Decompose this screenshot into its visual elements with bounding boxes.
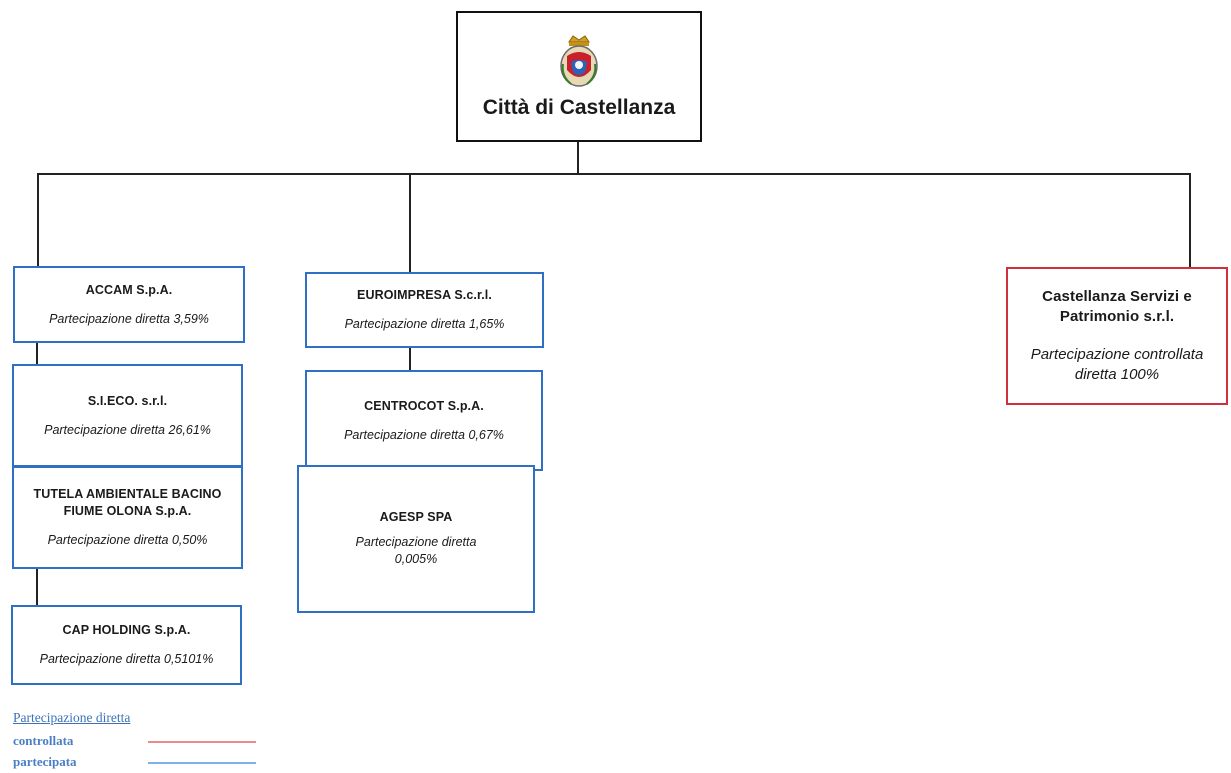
org-participation: Partecipazione controllata diretta 100% <box>1030 346 1204 384</box>
org-box-tutela: TUTELA AMBIENTALE BACINO FIUME OLONA S.p… <box>12 466 243 569</box>
root-stem <box>577 140 579 175</box>
org-participation: Partecipazione diretta 26,61% <box>44 422 211 437</box>
legend-label-partecipata: partecipata <box>13 754 77 769</box>
root-title: Città di Castellanza <box>482 95 676 119</box>
coat-of-arms-icon <box>560 34 598 87</box>
org-participation: Partecipazione diretta 0,50% <box>47 532 208 547</box>
org-box-accam: ACCAM S.p.A. Partecipazione diretta 3,59… <box>13 266 245 343</box>
org-box-euroimpresa: EUROIMPRESA S.c.r.l. Partecipazione dire… <box>305 272 544 348</box>
org-name: CENTROCOT S.p.A. <box>364 398 484 413</box>
org-participation: Partecipazione diretta 3,59% <box>49 311 209 326</box>
col2-link-1 <box>409 347 411 371</box>
org-name: Castellanza Servizi e Patrimonio s.r.l. <box>1042 287 1192 325</box>
legend-line-partecipata <box>148 762 256 764</box>
org-name: AGESP SPA <box>379 510 453 524</box>
org-box-sieco: S.I.ECO. s.r.l. Partecipazione diretta 2… <box>12 364 243 467</box>
org-box-centrocot: CENTROCOT S.p.A. Partecipazione diretta … <box>305 370 543 471</box>
org-name: ACCAM S.p.A. <box>85 282 173 297</box>
org-box-agesp: AGESP SPA Partecipazione diretta 0,005% <box>297 465 535 613</box>
col1-link-1 <box>36 342 38 366</box>
org-name: EUROIMPRESA S.c.r.l. <box>357 288 492 303</box>
org-participation: Partecipazione diretta 0,005% <box>355 534 477 566</box>
org-participation: Partecipazione diretta 0,67% <box>344 427 504 442</box>
legend-label-controllata: controllata <box>13 733 74 748</box>
top-bus-line <box>37 173 1191 175</box>
root-node: Città di Castellanza <box>456 11 702 142</box>
org-name: TUTELA AMBIENTALE BACINO FIUME OLONA S.p… <box>33 487 222 519</box>
legend-title: Partecipazione diretta <box>13 710 131 725</box>
org-participation: Partecipazione diretta 1,65% <box>344 317 505 331</box>
org-name: S.I.ECO. s.r.l. <box>87 393 168 408</box>
drop-line-col1 <box>37 173 39 268</box>
drop-line-col3 <box>1189 173 1191 268</box>
org-name: CAP HOLDING S.p.A. <box>62 623 191 638</box>
org-box-castellanza-servizi: Castellanza Servizi e Patrimonio s.r.l. … <box>1006 267 1228 405</box>
drop-line-col2 <box>409 173 411 272</box>
org-participation: Partecipazione diretta 0,5101% <box>39 652 214 666</box>
org-box-cap-holding: CAP HOLDING S.p.A. Partecipazione dirett… <box>11 605 242 685</box>
col1-link-3 <box>36 568 38 606</box>
legend-line-controllata <box>148 741 256 743</box>
